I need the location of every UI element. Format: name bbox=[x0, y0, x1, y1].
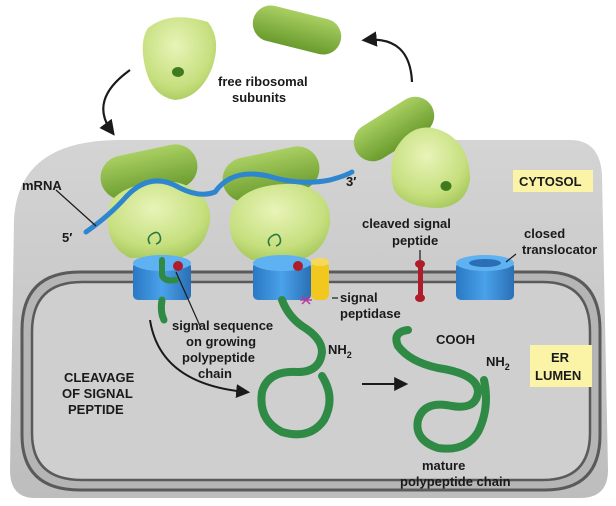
label-cleaved-1: cleaved signal bbox=[362, 216, 451, 231]
er-lumen-label-box bbox=[530, 345, 592, 387]
ribosome-1-large-subunit bbox=[107, 181, 211, 258]
growing-polypeptide-chain bbox=[257, 296, 334, 439]
released-ribosome bbox=[353, 96, 470, 208]
label-subunits: subunits bbox=[232, 90, 286, 105]
label-mrna: mRNA bbox=[22, 178, 62, 193]
closed-translocator bbox=[456, 255, 514, 300]
free-large-subunit bbox=[142, 17, 217, 101]
label-lumen: LUMEN bbox=[535, 368, 581, 383]
er-lumen bbox=[30, 280, 592, 482]
released-small-subunit bbox=[353, 96, 435, 162]
closed-translocator-leader bbox=[505, 253, 517, 263]
label-nh2-mature: NH2 bbox=[486, 354, 510, 372]
free-small-subunit bbox=[252, 5, 342, 55]
nascent-chain-1 bbox=[147, 231, 162, 245]
free-ribosomal-subunits bbox=[142, 5, 342, 101]
cleaved-peptide-bottom bbox=[415, 294, 425, 302]
recycle-arrow-right bbox=[361, 31, 414, 83]
label-cleaved-2: peptide bbox=[392, 233, 438, 248]
signal-sequence-2-head bbox=[293, 261, 303, 271]
label-signal-sequence: signal sequence bbox=[172, 318, 273, 333]
label-cleavage: CLEAVAGE bbox=[64, 370, 135, 385]
signal-sequence-leader bbox=[175, 271, 201, 327]
released-large-subunit bbox=[391, 127, 470, 208]
label-mature-polypeptide: polypeptide chain bbox=[400, 474, 511, 489]
label-on-growing: on growing bbox=[186, 334, 256, 349]
label-signal: signal bbox=[340, 290, 378, 305]
label-five-prime: 5′ bbox=[62, 230, 72, 245]
label-closed: closed bbox=[524, 226, 565, 241]
translocator-1-body bbox=[133, 262, 191, 300]
label-translocator: translocator bbox=[522, 242, 597, 257]
label-chain: chain bbox=[198, 366, 232, 381]
label-peptidase: peptidase bbox=[340, 306, 401, 321]
ribosome-2 bbox=[222, 146, 331, 260]
label-cooh: COOH bbox=[436, 332, 475, 347]
translocator-1 bbox=[133, 255, 191, 324]
label-peptide: PEPTIDE bbox=[68, 402, 124, 417]
signal-peptidase-top bbox=[311, 258, 329, 266]
translocator-2-body bbox=[253, 262, 311, 300]
translocator-2 bbox=[253, 255, 329, 305]
ribosome-2-large-subunit bbox=[229, 183, 331, 260]
cleavage-arrow bbox=[149, 319, 251, 399]
label-free-ribosomal: free ribosomal bbox=[218, 74, 308, 89]
label-three-prime: 3′ bbox=[346, 174, 356, 189]
signal-sequence-1-tail bbox=[157, 296, 168, 324]
mature-polypeptide-chain bbox=[392, 326, 490, 453]
cleaved-peptide-top bbox=[415, 260, 425, 268]
mrna-leader bbox=[55, 189, 97, 227]
signal-peptidase-enzyme bbox=[311, 262, 329, 300]
label-cytosol: CYTOSOL bbox=[519, 174, 582, 189]
signal-sequence-1 bbox=[159, 257, 179, 284]
label-er: ER bbox=[551, 350, 570, 365]
ribosome-1 bbox=[100, 144, 211, 258]
cytosol-label-box bbox=[513, 170, 593, 192]
label-mature: mature bbox=[422, 458, 465, 473]
mrna-strand bbox=[83, 169, 355, 235]
label-of-signal: OF SIGNAL bbox=[62, 386, 133, 401]
released-tunnel bbox=[440, 181, 452, 191]
translocator-2-top bbox=[253, 255, 311, 271]
label-polypeptide: polypeptide bbox=[182, 350, 255, 365]
cleavage-spark bbox=[300, 295, 312, 305]
signal-sequence-1-head bbox=[173, 261, 183, 271]
closed-translocator-plug bbox=[469, 259, 501, 267]
cleaved-peptide-rod bbox=[418, 264, 423, 298]
free-large-subunit-tunnel bbox=[172, 67, 184, 77]
recycle-arrow-left bbox=[99, 69, 131, 136]
cleaved-signal-peptide bbox=[415, 260, 425, 302]
label-nh2-attached: NH2 bbox=[328, 342, 352, 360]
closed-translocator-body bbox=[456, 262, 514, 300]
nascent-chain-2 bbox=[267, 233, 282, 247]
